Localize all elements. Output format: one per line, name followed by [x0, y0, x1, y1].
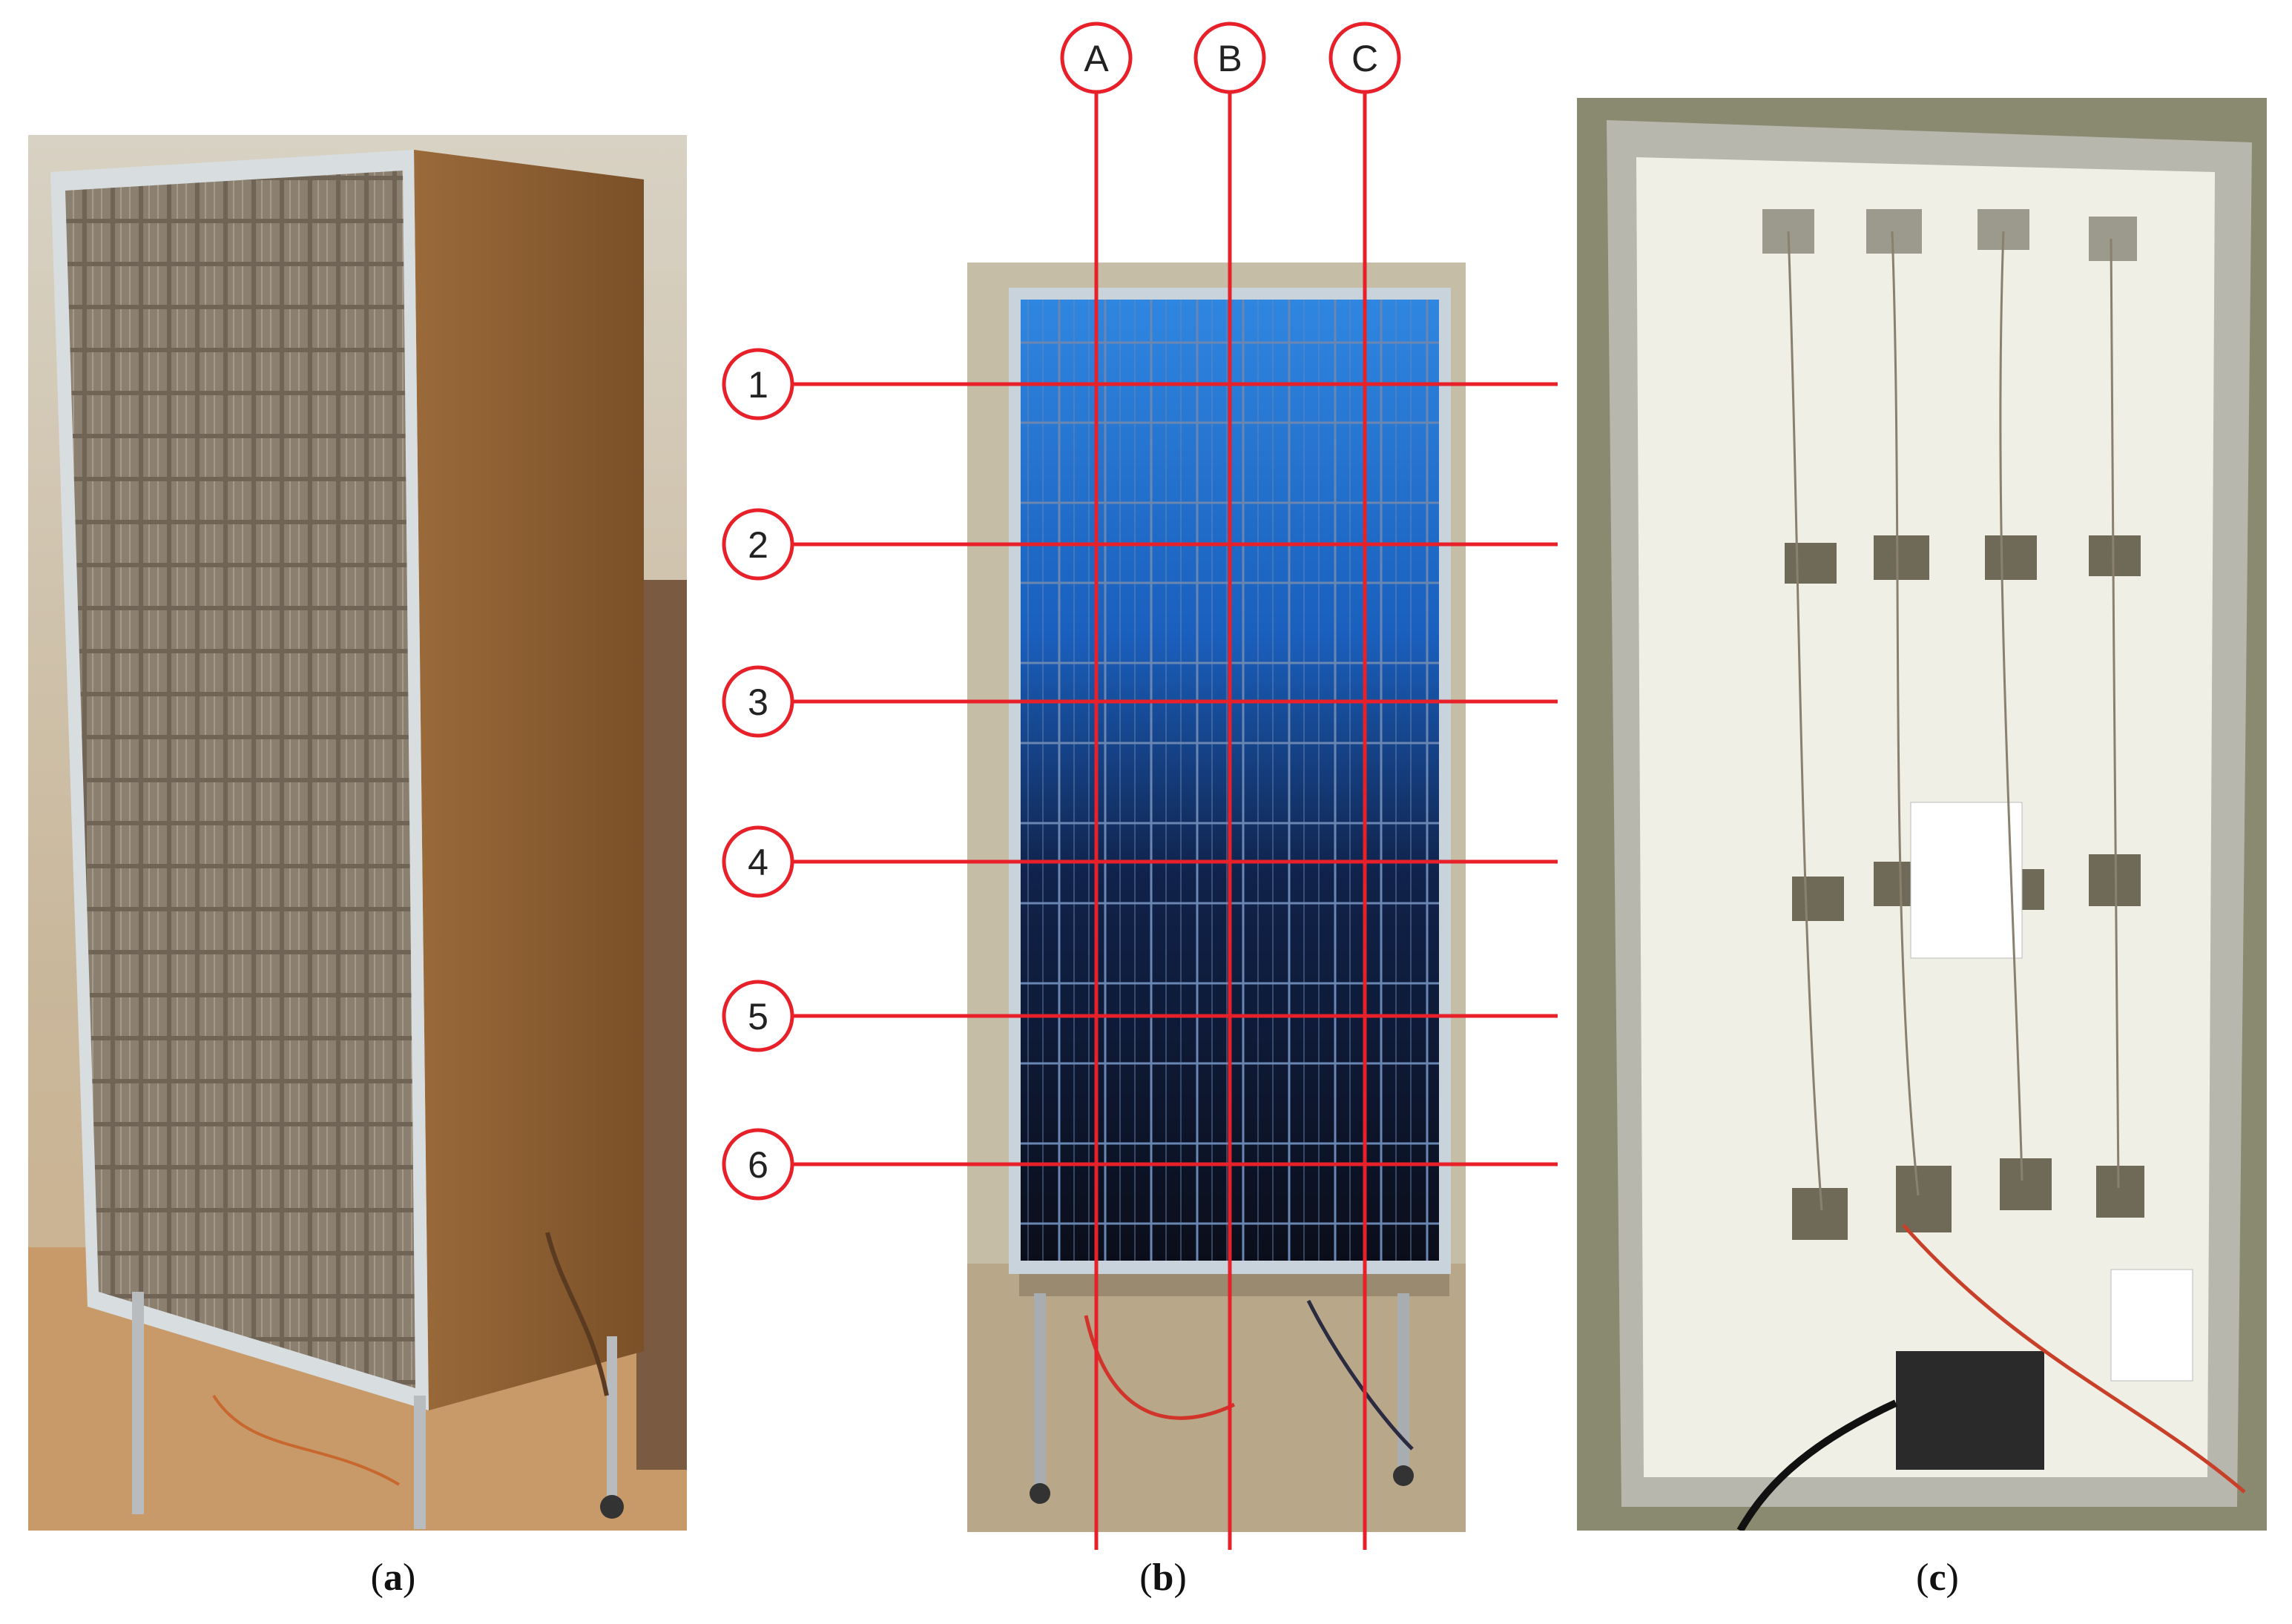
grid-label-3: 3: [722, 665, 794, 738]
grid-label-c: C: [1328, 22, 1401, 94]
svg-text:C: C: [1351, 38, 1378, 79]
caption-panel-b: (b): [1139, 1557, 1187, 1599]
grid-column-lines: [1094, 89, 1367, 1550]
svg-text:6: 6: [748, 1144, 768, 1186]
photo-panel-c: [1577, 98, 2267, 1531]
grid-label-5: 5: [722, 980, 794, 1052]
svg-text:B: B: [1217, 38, 1242, 79]
grid-label-6: 6: [722, 1128, 794, 1201]
svg-text:5: 5: [748, 996, 768, 1037]
photo-panel-a: [28, 135, 687, 1531]
svg-text:2: 2: [748, 524, 768, 566]
svg-text:3: 3: [748, 681, 768, 723]
svg-text:4: 4: [748, 842, 768, 883]
photo-c-image: [1577, 98, 2267, 1531]
photo-a-image: [28, 135, 687, 1531]
grid-label-b: B: [1193, 22, 1266, 94]
svg-text:1: 1: [748, 364, 768, 406]
grid-row-lines: [791, 382, 1558, 1166]
svg-text:A: A: [1084, 38, 1109, 79]
grid-label-1: 1: [722, 348, 794, 420]
grid-label-2: 2: [722, 508, 794, 581]
grid-label-a: A: [1060, 22, 1133, 94]
grid-label-4: 4: [722, 825, 794, 898]
caption-panel-a: (a): [370, 1557, 416, 1599]
caption-panel-c: (c): [1916, 1557, 1959, 1599]
